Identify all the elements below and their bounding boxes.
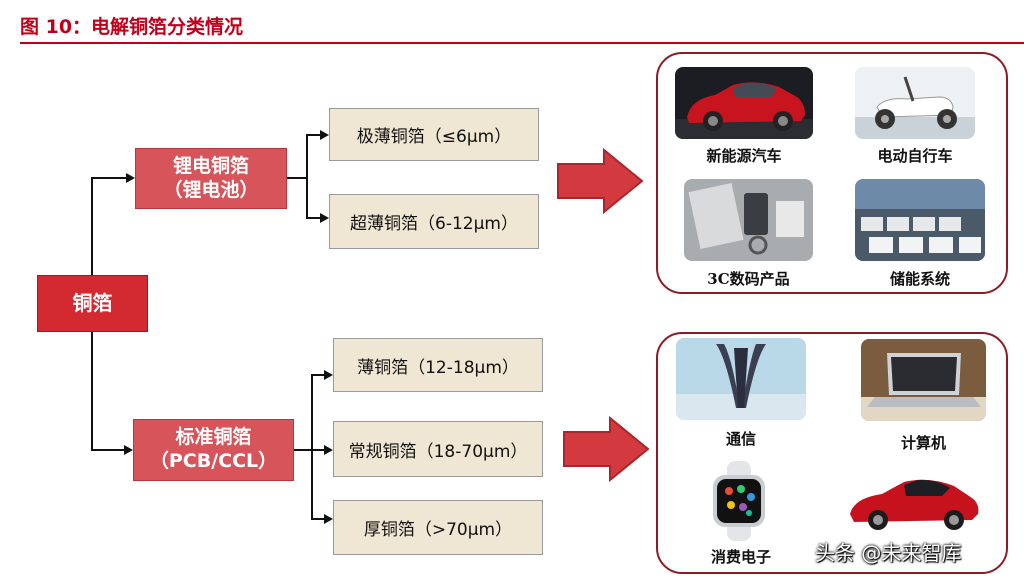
leaf-label: 超薄铜箔（6-12μm） — [350, 214, 518, 234]
branch-sublabel: （锂电池） — [163, 178, 259, 201]
figure-title: 图 10：电解铜箔分类情况 — [20, 16, 244, 38]
application-label: 新能源汽车 — [706, 147, 782, 165]
leaf-node-ultra-thin: 极薄铜箔（≤6μm） — [329, 108, 539, 161]
leaf-node-regular: 常规铜箔（18-70μm） — [333, 421, 543, 477]
branch-node-lithium-foil: 锂电铜箔 （锂电池） — [135, 148, 287, 209]
arrow-right-icon — [557, 148, 644, 214]
application-label: 计算机 — [900, 434, 946, 452]
leaf-node-thin: 薄铜箔（12-18μm） — [333, 338, 543, 392]
title-divider — [20, 42, 1024, 44]
leaf-label: 常规铜箔（18-70μm） — [348, 441, 528, 462]
application-label: 消费电子 — [710, 548, 771, 566]
leaf-label: 薄铜箔（12-18μm） — [357, 357, 519, 378]
watermark-text: 头条 @未来智库 — [815, 541, 962, 565]
electric-car-image — [675, 67, 813, 139]
leaf-label: 极薄铜箔（≤6μm） — [356, 127, 512, 147]
electric-scooter-image — [855, 67, 975, 139]
leaf-node-super-thin: 超薄铜箔（6-12μm） — [329, 194, 539, 249]
arrow-right-icon — [563, 416, 650, 482]
application-label: 电动自行车 — [877, 147, 953, 165]
car-image — [842, 466, 984, 536]
root-node-copper-foil: 铜箔 — [37, 275, 148, 332]
leaf-label: 厚铜箔（>70μm） — [363, 520, 513, 540]
leaf-node-thick: 厚铜箔（>70μm） — [333, 500, 543, 555]
application-label: 3C数码产品 — [707, 270, 790, 288]
laptop-image — [861, 339, 986, 421]
branch-node-standard-foil: 标准铜箔 （PCB/CCL） — [133, 419, 294, 481]
root-node-label: 铜箔 — [72, 291, 113, 315]
application-label: 通信 — [725, 430, 756, 448]
application-label: 储能系统 — [889, 270, 950, 288]
energy-storage-image — [855, 179, 985, 261]
branch-sublabel: （PCB/CCL） — [149, 450, 278, 472]
smartwatch-image — [697, 459, 781, 543]
branch-label: 锂电铜箔 — [172, 154, 249, 177]
telecom-antenna-image — [676, 338, 806, 420]
branch-label: 标准铜箔 — [175, 426, 252, 449]
digital-devices-image — [684, 179, 813, 261]
